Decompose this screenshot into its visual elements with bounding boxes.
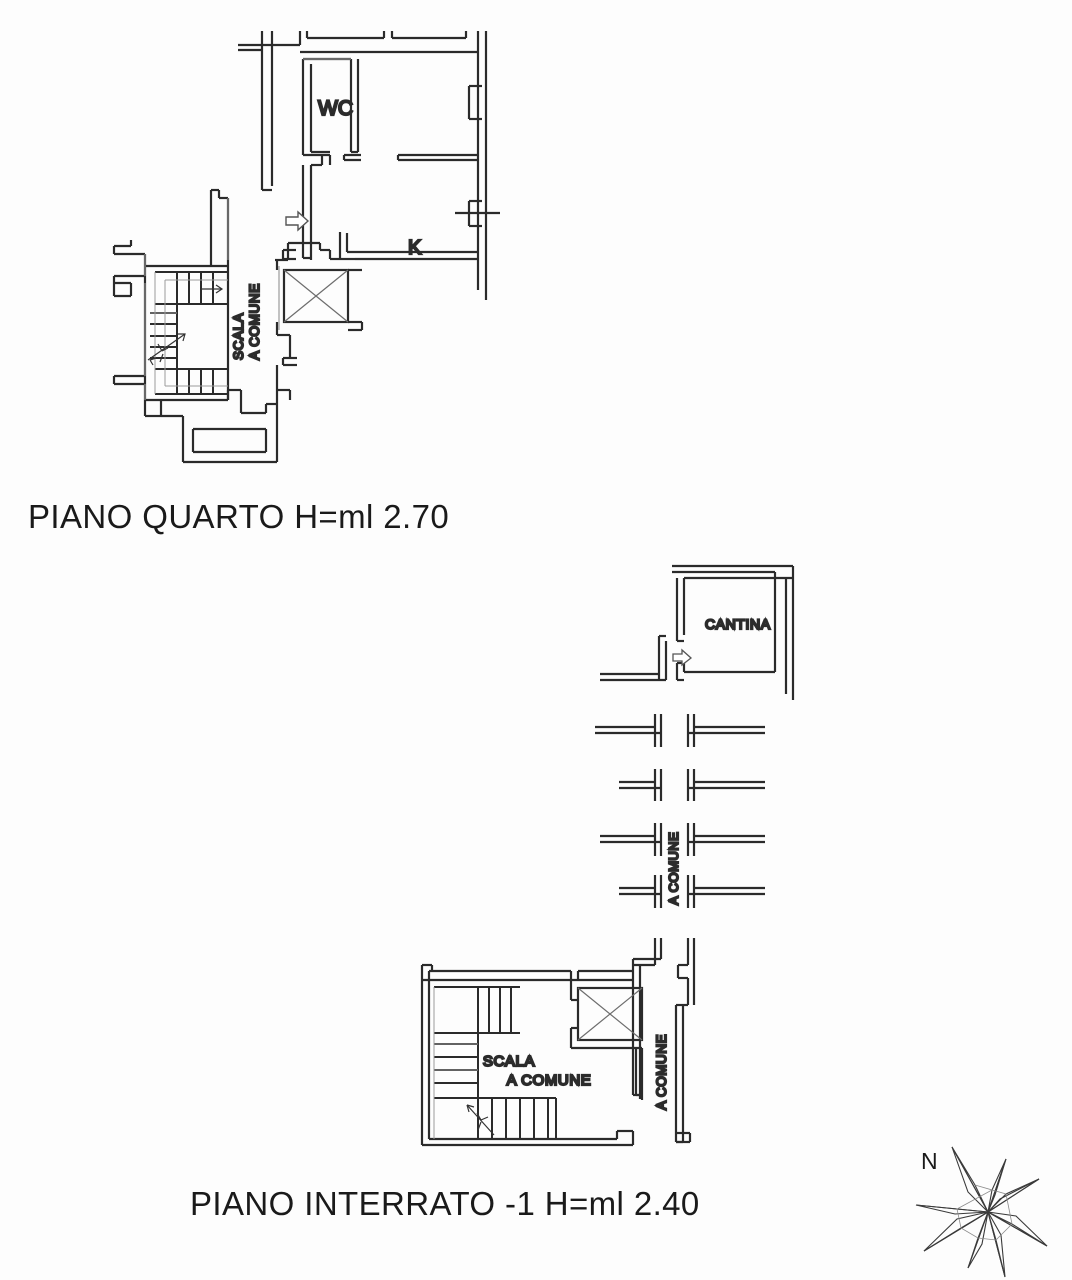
- pi-label-corridor-upper: A COMUNE: [665, 831, 682, 907]
- pq-hairlines: [144, 58, 351, 400]
- pq-top-walls: [238, 31, 274, 192]
- pi-label-cantina: CANTINA: [705, 616, 771, 632]
- pq-stair-hairlines: [150, 272, 228, 394]
- pq-entrance-arrow-icon: [285, 210, 310, 232]
- compass-rose: N: [915, 1146, 1048, 1278]
- pq-top-horizontal-wall: [272, 31, 488, 300]
- pi-stair-direction-arrow: [466, 1104, 495, 1136]
- pi-label-stair-line2: A COMUNE: [507, 1072, 592, 1089]
- plan-piano-quarto: WC K SCALA A COMUNE: [112, 31, 500, 464]
- pi-cantina-room: [675, 576, 795, 700]
- pq-stair-arrow-top: [201, 284, 224, 294]
- pi-stair-hairlines: [433, 987, 478, 1139]
- pq-stair-direction-arrow: [147, 333, 186, 366]
- pq-partition-walls: [342, 153, 478, 162]
- pi-label-corridor-lower-text: A COMUNE: [654, 1034, 669, 1110]
- pq-label-stair-line2: A COMUNE: [247, 283, 262, 360]
- pq-kitchen-walls: [275, 232, 478, 262]
- pq-corridor-walls: [275, 259, 297, 404]
- pi-cantina-arrow-icon: [672, 648, 693, 667]
- pi-stairwell-outline: [420, 963, 635, 1147]
- pi-label-corridor-lower: A COMUNE: [653, 1033, 670, 1111]
- pi-stair-treads-lower: [434, 1097, 557, 1139]
- pq-elevator-shaft: [278, 266, 364, 332]
- pq-right-exterior-wall: [455, 84, 500, 228]
- pq-bottom-block: [161, 404, 279, 464]
- pq-label-kitchen: K: [408, 237, 422, 259]
- pi-lower-corridor-walls: [631, 938, 696, 1144]
- pi-stair-treads-middle: [434, 1033, 479, 1098]
- pq-label-wc: WC: [318, 97, 353, 120]
- pq-label-stair-line1: SCALA: [231, 313, 246, 360]
- pi-label-stair-line1: SCALA: [483, 1053, 535, 1070]
- title-piano-interrato: PIANO INTERRATO -1 H=ml 2.40: [190, 1185, 700, 1222]
- pq-stair-treads-lower: [155, 368, 228, 395]
- compass-north-label: N: [921, 1148, 938, 1174]
- pi-label-corridor-upper-text: A COMUNE: [666, 832, 681, 905]
- compass-star: [915, 1146, 1048, 1278]
- pi-label-stair: SCALA A COMUNE: [482, 1052, 592, 1090]
- pi-cellar-partitions: [595, 714, 765, 908]
- pi-corridor-wall-cantina: [600, 634, 668, 682]
- pq-stair-treads-upper: [155, 271, 228, 305]
- pi-elevator-shaft: [569, 980, 644, 1100]
- pi-stair-treads-upper: [434, 986, 520, 1034]
- pq-label-stair: SCALA A COMUNE: [230, 282, 263, 361]
- pi-top-wall: [672, 564, 795, 580]
- plan-piano-interrato: A COMUNE: [420, 564, 795, 1147]
- title-piano-quarto: PIANO QUARTO H=ml 2.70: [28, 498, 449, 535]
